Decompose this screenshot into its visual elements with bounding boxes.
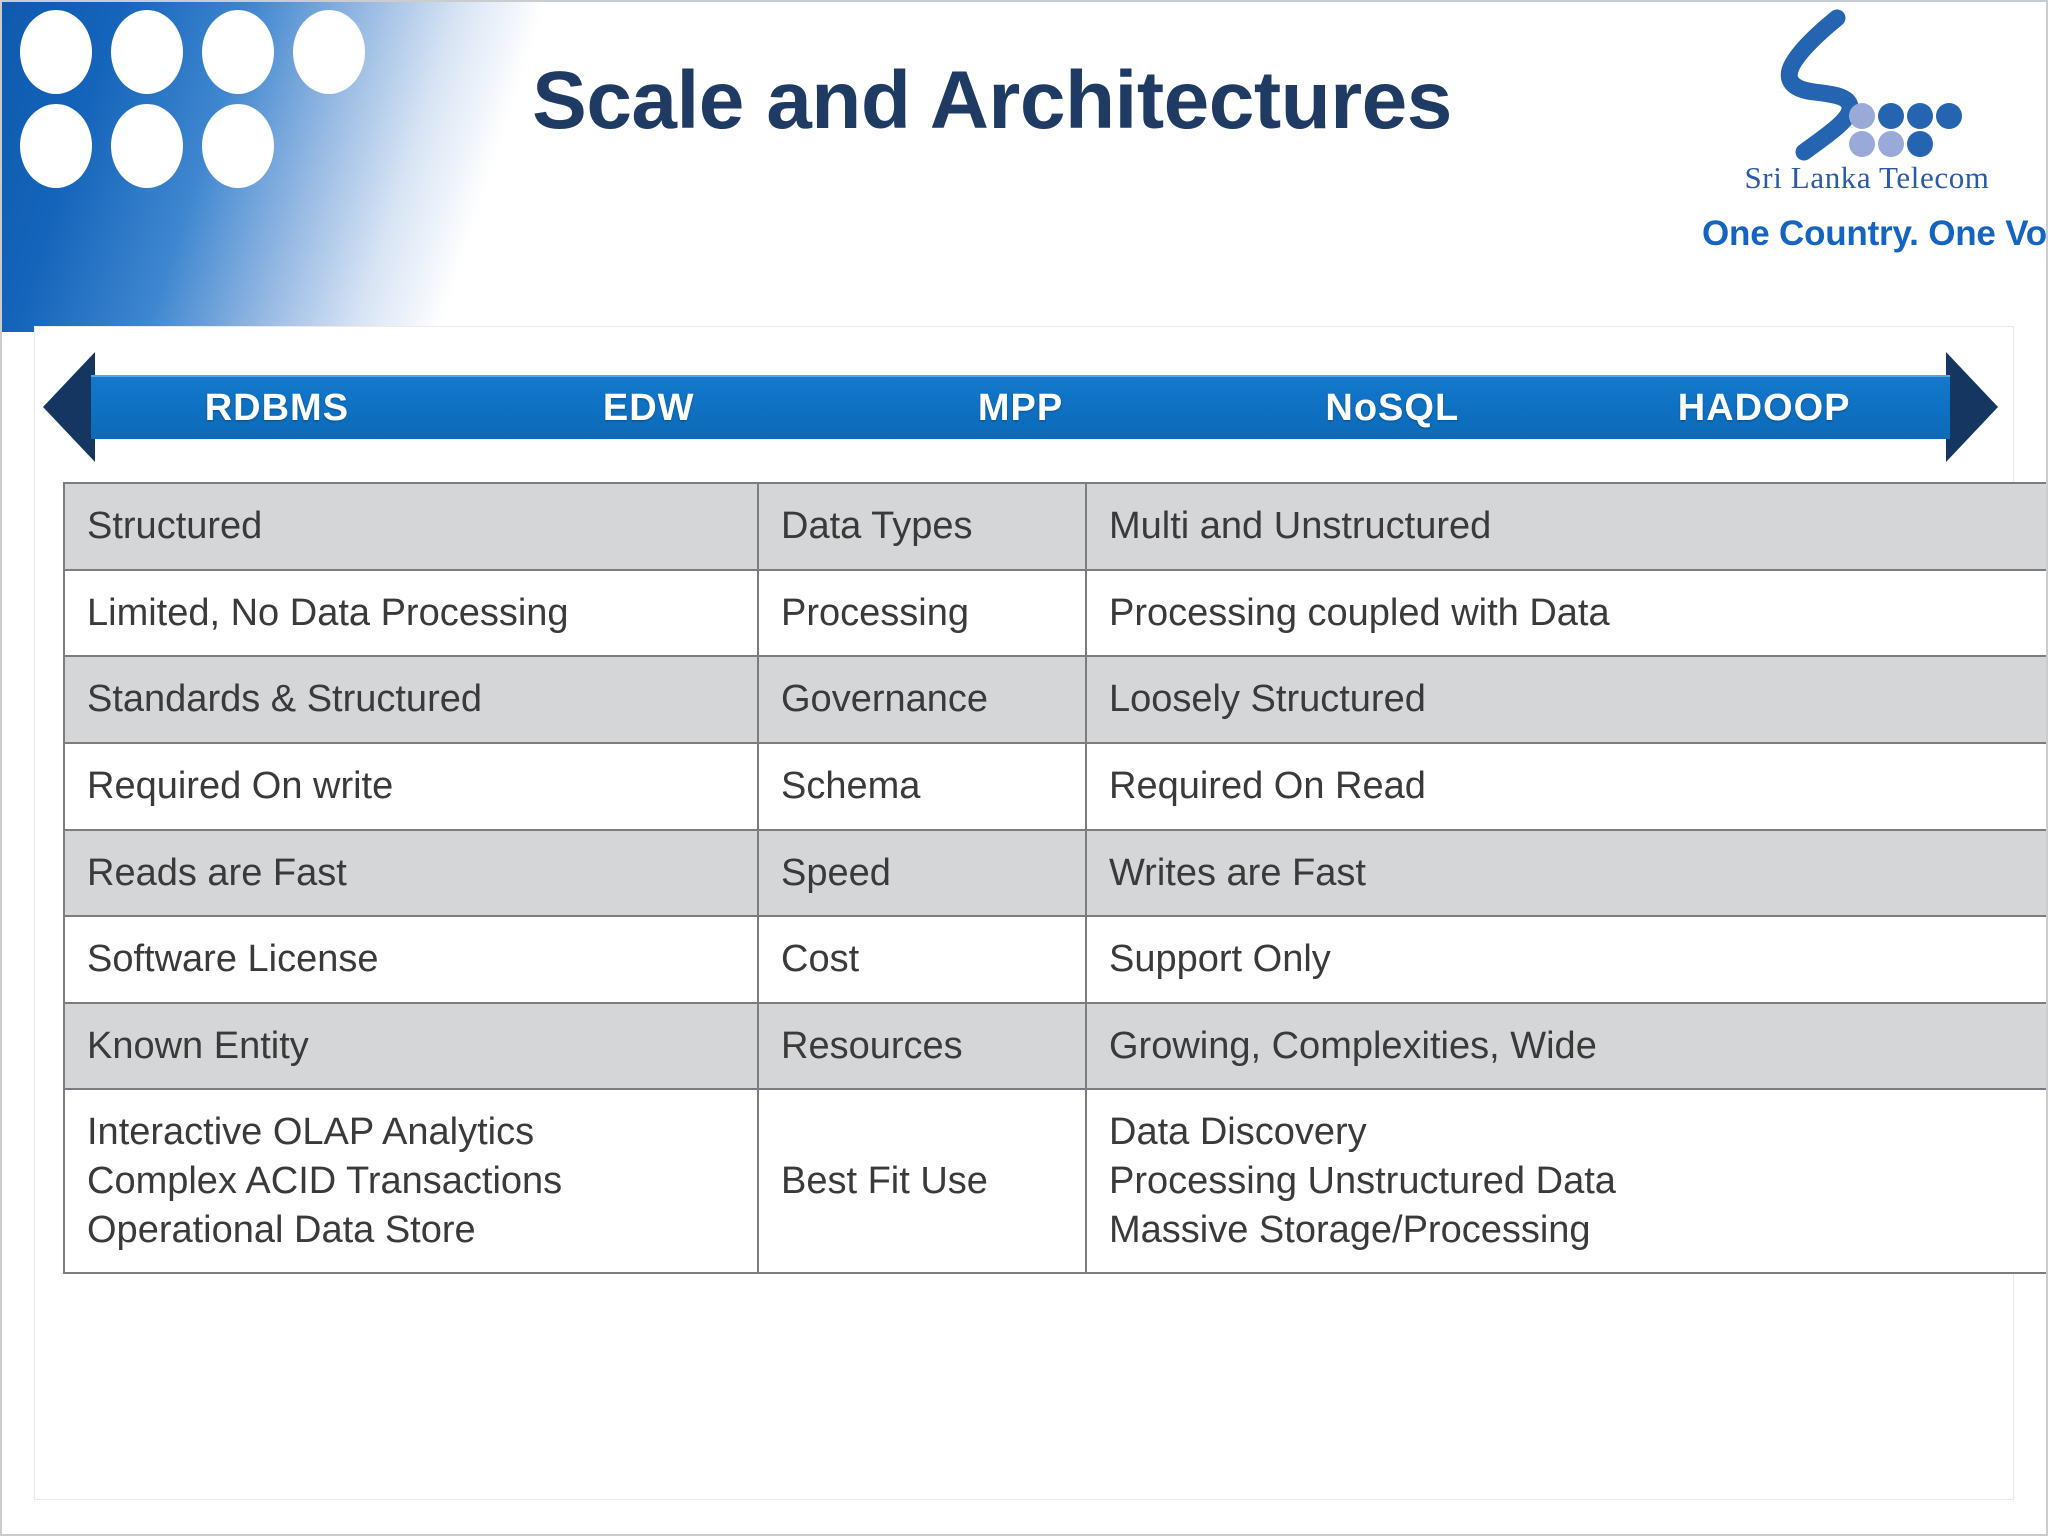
table-cell-rdbms: Known Entity [63,1001,759,1091]
comparison-table-body: Structured Data Types Multi and Unstructur… [63,482,2046,1275]
table-cell-rdbms: Required On write [63,741,759,831]
cell-line: Limited, No Data Processing [87,591,569,634]
comparison-table: Structured Data Types Multi and Unstructur… [63,482,2046,1275]
spectrum-band: RDBMS EDW MPP NoSQL HADOOP [91,375,1950,439]
cell-line: Resources [781,1024,963,1067]
corner-dot [20,104,92,188]
table-cell-rdbms: Reads are Fast [63,828,759,918]
corner-dot [202,104,274,188]
table-cell-rdbms: Limited, No Data Processing [63,568,759,658]
spectrum-stage-edw: EDW [602,386,695,429]
cell-line: Support Only [1109,938,1331,981]
table-cell-category: Schema [757,741,1087,831]
table-cell-category: Governance [757,655,1087,744]
cell-line: Growing, Complexities, Wide [1109,1024,1597,1067]
cell-line: Governance [781,678,989,721]
cell-line: Software License [87,938,379,981]
table-cell-hadoop: Growing, Complexities, Wide [1085,1001,2046,1091]
logo-tagline: One Country. One Voice. [1702,214,2047,253]
table-cell-category: Cost [757,915,1087,1004]
table-cell-hadoop: Multi and Unstructured [1085,482,2046,571]
cell-line: Schema [781,764,921,807]
corner-gradient [2,2,762,332]
table-row: Standards & Structured Governance Loosely … [63,655,2046,744]
table-cell-category: Processing [757,568,1087,658]
table-cell-hadoop: Writes are Fast [1085,828,2046,918]
corner-dot [111,10,183,94]
slt-s-mark-icon [1702,6,2032,164]
cell-line: Known Entity [87,1024,309,1067]
table-cell-hadoop: Required On Read [1085,741,2046,831]
table-row: Known Entity Resources Growing, Complexiti… [63,1001,2046,1091]
cell-line: Reads are Fast [87,851,347,894]
corner-dot [20,10,92,94]
cell-line: Operational Data Store [87,1208,476,1251]
cell-line: Standards & Structured [87,678,482,721]
corner-dot [111,104,183,188]
arrow-left-head-icon [43,352,95,462]
page-title: Scale and Architectures [532,55,1452,146]
cell-line: Speed [781,851,891,894]
cell-line: Processing coupled with Data [1109,591,1610,634]
table-row: Software License Cost Support Only [63,915,2046,1004]
cell-line: Writes are Fast [1109,851,1366,894]
table-cell-rdbms: Structured [63,482,759,571]
table-cell-rdbms: Standards & Structured [63,655,759,744]
corner-dot [202,10,274,94]
table-cell-category: Resources [757,1001,1087,1091]
spectrum-stage-rdbms: RDBMS [204,386,350,429]
spectrum-stage-hadoop: HADOOP [1677,386,1851,429]
corner-dot [293,10,365,94]
table-row: Reads are Fast Speed Writes are Fast [63,828,2046,918]
cell-line: Processing Unstructured Data [1109,1160,1616,1202]
cell-line: Required On Read [1109,764,1426,807]
company-logo: Sri Lanka Telecom One Country. One Voice… [1702,6,2047,254]
cell-line: Processing [781,591,969,634]
table-cell-hadoop: Processing coupled with Data [1085,568,2046,658]
table-row: Required On write Schema Required On Read [63,741,2046,831]
table-cell-category: Best Fit Use [757,1088,1087,1275]
cell-line: Structured [87,505,263,547]
table-cell-category: Data Types [757,482,1087,571]
cell-line: Massive Storage/Processing [1109,1208,1591,1251]
cell-line: Cost [781,938,860,981]
logo-wordmark: Sri Lanka Telecom [1744,160,1990,195]
cell-line: Required On write [87,764,394,807]
table-row: Structured Data Types Multi and Unstructur… [63,482,2046,571]
cell-line: Multi and Unstructured [1109,505,1492,547]
spectrum-stage-mpp: MPP [977,386,1064,429]
table-row: Limited, No Data Processing Processing Pro… [63,568,2046,658]
scale-spectrum-arrow: RDBMS EDW MPP NoSQL HADOOP [43,352,1998,462]
cell-line: Data Types [781,505,973,547]
table-cell-rdbms: Software License [63,915,759,1004]
cell-line: Data Discovery [1109,1111,1367,1154]
arrow-right-head-icon [1946,352,1998,462]
table-cell-hadoop: Loosely Structured [1085,655,2046,744]
cell-line: Complex ACID Transactions [87,1160,563,1202]
table-cell-category: Speed [757,828,1087,918]
cell-line: Interactive OLAP Analytics [87,1111,535,1154]
cell-line: Best Fit Use [781,1160,988,1202]
spectrum-stage-nosql: NoSQL [1325,386,1460,429]
corner-decoration [2,2,762,332]
table-cell-hadoop: Support Only [1085,915,2046,1004]
cell-line: Loosely Structured [1109,678,1426,721]
